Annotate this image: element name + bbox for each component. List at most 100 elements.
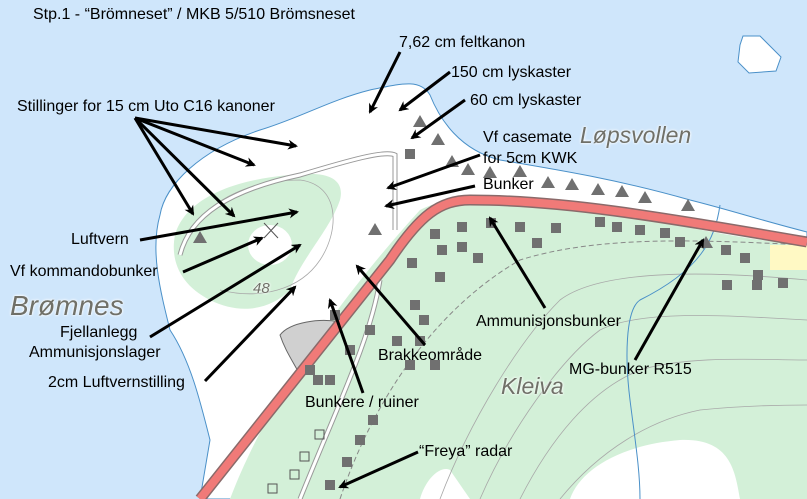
label-casemate-2: for 5cm KWK	[483, 150, 578, 167]
road	[196, 195, 807, 499]
label-casemate-1: Vf casemate	[483, 129, 572, 146]
label-luftvern: Luftvern	[71, 231, 129, 248]
label-kommandobunker: Vf kommandobunker	[10, 263, 158, 280]
elevation-label: 48	[253, 280, 270, 297]
field	[770, 245, 807, 270]
triangle-symbol	[638, 191, 652, 203]
cross-mark	[263, 222, 279, 239]
triangle-symbol	[461, 163, 475, 175]
arrow-stilling-4	[133, 117, 195, 216]
square-symbol	[752, 280, 762, 290]
arrows	[133, 51, 705, 489]
square-symbol	[355, 435, 365, 445]
square-symbol	[675, 237, 685, 247]
square-symbol	[457, 222, 467, 232]
square-symbol	[722, 280, 732, 290]
square-symbol	[365, 325, 375, 335]
label-bunker: Bunker	[483, 176, 534, 193]
square-symbol	[325, 375, 335, 385]
square-symbol	[551, 223, 561, 233]
map-title: Stp.1 - “Brömneset” / MKB 5/510 Brömsnes…	[33, 6, 355, 23]
label-luftvernstilling: 2cm Luftvernstilling	[48, 374, 185, 391]
square-symbol	[740, 253, 750, 263]
triangle-symbol	[615, 185, 629, 197]
arrow-lyskaster60	[410, 98, 466, 140]
arrow-freya	[338, 450, 419, 489]
label-lyskaster150: 150 cm lyskaster	[451, 64, 572, 81]
label-mgbunker: MG-bunker R515	[569, 361, 692, 378]
arrow-kommandobunker	[182, 236, 264, 274]
place-name-lopsvollen: Løpsvollen	[580, 122, 692, 148]
square-symbol	[325, 480, 335, 490]
dashed-path	[339, 240, 807, 499]
square-symbol	[635, 225, 645, 235]
arrow-mgbunker	[633, 238, 705, 361]
arrow-luftvern	[139, 208, 299, 242]
label-brakkeomrade: Brakkeområde	[378, 347, 483, 364]
stream	[626, 204, 721, 499]
square-symbol	[778, 278, 788, 288]
label-fjellanlegg-2: Ammunisjonslager	[29, 344, 161, 361]
arrow-ruiner	[327, 298, 365, 394]
arrow-fjellanlegg	[149, 243, 302, 339]
place-name-kleiva: Kleiva	[501, 373, 564, 399]
label-fjellanlegg-1: Fjellanlegg	[60, 324, 138, 341]
square-symbol	[437, 245, 447, 255]
triangle-symbol	[431, 133, 445, 145]
triangle-symbol	[681, 199, 695, 211]
square-symbol	[457, 242, 467, 252]
triangle-symbol	[541, 176, 555, 188]
square-symbol	[532, 238, 542, 248]
square-symbol	[345, 345, 355, 355]
square-symbol	[721, 245, 731, 255]
arrow-bunker	[384, 184, 476, 210]
square-symbol	[313, 375, 323, 385]
label-ammunisjonsbunker: Ammunisjonsbunker	[476, 313, 621, 330]
square-symbol	[392, 336, 402, 346]
track-south-inner	[298, 279, 382, 499]
square-symbol	[753, 270, 763, 280]
square-symbol	[419, 315, 429, 325]
square-symbol	[430, 229, 440, 239]
square-symbol	[430, 360, 440, 370]
square-symbol	[595, 217, 605, 227]
islet	[737, 35, 782, 74]
arrow-ammunisjonsbunker	[488, 216, 547, 309]
triangle-symbol	[565, 178, 579, 190]
triangle-symbol	[413, 115, 427, 127]
label-stillinger: Stillinger for 15 cm Uto C16 kanoner	[17, 98, 275, 115]
arrow-stilling-1	[134, 116, 298, 150]
square-symbol	[305, 365, 315, 375]
label-freya: “Freya” radar	[419, 443, 513, 460]
triangle-symbol	[591, 183, 605, 195]
ruin-squares	[267, 429, 325, 494]
triangle-symbol	[483, 166, 497, 178]
place-name-bromnes: Brømnes	[10, 290, 124, 321]
label-ruiner: Bunkere / ruiner	[305, 394, 419, 411]
triangle-symbol	[193, 231, 207, 243]
square-symbol	[410, 300, 420, 310]
label-feltkanon: 7,62 cm feltkanon	[399, 34, 526, 51]
square-symbol	[473, 253, 483, 263]
square-symbol	[342, 457, 352, 467]
arrow-stilling-2	[134, 116, 256, 167]
arrow-feltkanon	[368, 51, 402, 114]
square-symbol	[515, 222, 525, 232]
square-symbol	[435, 272, 445, 282]
square-symbol	[405, 149, 415, 159]
track-inner	[178, 152, 397, 256]
open-area-south-2	[420, 469, 470, 499]
triangle-symbol	[368, 223, 382, 235]
arrow-casemate	[386, 153, 481, 191]
square-symbol	[405, 360, 415, 370]
square-symbol	[612, 222, 622, 232]
square-symbol	[368, 415, 378, 425]
square-symbols	[305, 149, 788, 490]
open-area-south	[570, 439, 740, 499]
arrow-stilling-3	[133, 116, 236, 218]
arrow-luftvernstilling	[203, 285, 297, 383]
square-symbol	[660, 228, 670, 238]
label-lyskaster60: 60 cm lyskaster	[470, 92, 582, 109]
square-symbol	[407, 258, 417, 268]
